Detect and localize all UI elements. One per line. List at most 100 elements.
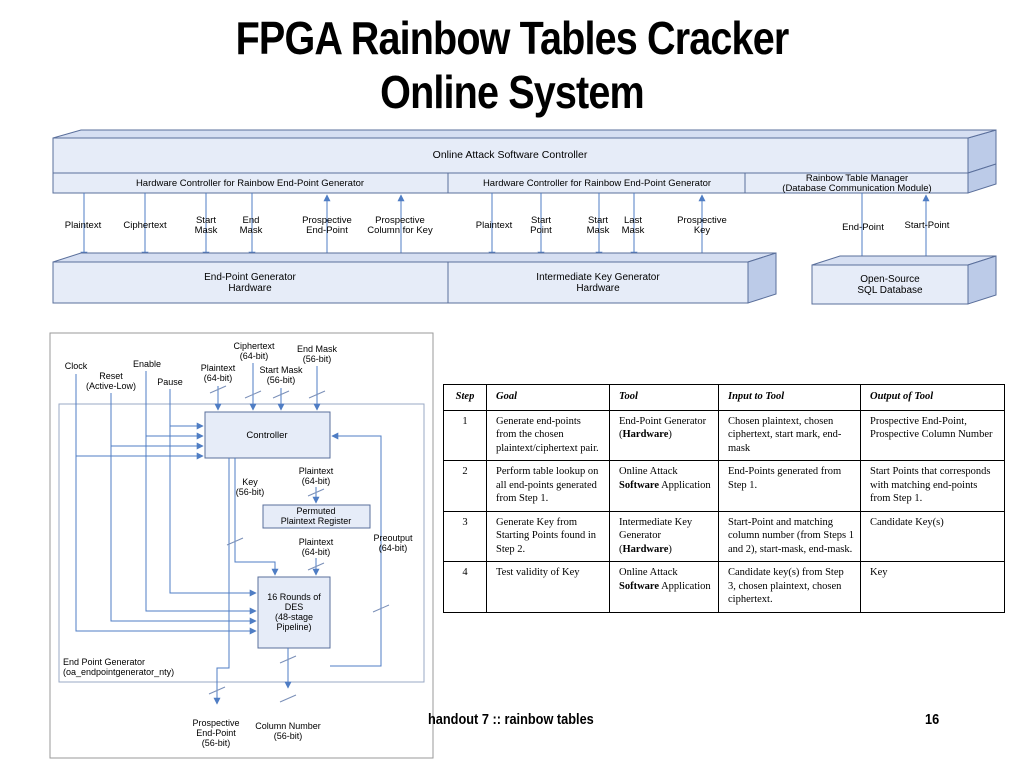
endpoint-hw-box [52, 261, 449, 304]
table-manager-label-1: Rainbow Table Manager [806, 173, 908, 184]
tool-text-end: ) [668, 543, 672, 555]
cell-output: Start Points that corresponds with match… [860, 460, 1005, 512]
sig-plaintext-2: Plaintext [476, 220, 513, 231]
des-label-2: DES [285, 602, 304, 612]
cell-input: End-Points generated from Step 1. [718, 460, 861, 512]
des-pipeline-box [257, 576, 331, 649]
intermediate-hw-label-1: Intermediate Key Generator [536, 272, 660, 283]
software-controller-label: Online Attack Software Controller [433, 149, 588, 161]
sig-prospective-column-a: Prospective [375, 215, 425, 226]
cell-step: 1 [443, 409, 487, 461]
out-column-label-2: (56-bit) [274, 731, 303, 741]
tool-type: Hardware [622, 429, 669, 440]
enable-label: Enable [133, 359, 161, 369]
start-mask-in-label-1: Start Mask [259, 365, 303, 375]
header-step: Step [443, 384, 487, 411]
plaintext-mid-label-2: (64-bit) [302, 476, 331, 486]
hw-controller-2-label: Hardware Controller for Rainbow End-Poin… [483, 178, 711, 189]
sig-start-point-2: Start-Point [905, 220, 950, 231]
steps-table: Step Goal Tool Input to Tool Output of T… [443, 384, 1005, 613]
out-endpoint-label-2: End-Point [196, 728, 236, 738]
plaintext-low-label-2: (64-bit) [302, 547, 331, 557]
reset-label-2: (Active-Low) [86, 381, 136, 391]
tool-type: Software [619, 479, 660, 491]
cell-input: Chosen plaintext, chosen ciphertext, sta… [718, 409, 861, 461]
table-header-row: Step Goal Tool Input to Tool Output of T… [443, 384, 1005, 411]
database-label-1: Open-Source [860, 274, 920, 285]
table-row: 1 Generate end-points from the chosen pl… [443, 409, 1005, 461]
cell-tool: End-Point Generator (Hardware) [609, 409, 719, 461]
bus-width-ticks [208, 385, 390, 703]
tool-text-end: Application [659, 580, 711, 592]
sig-prospective-key-b: Key [694, 225, 711, 236]
controller-label: Controller [246, 430, 287, 441]
sig-prospective-endpoint-b: End-Point [306, 225, 348, 236]
database-box [811, 264, 969, 305]
generator-boundary [58, 403, 425, 683]
table-row: 3 Generate Key from Starting Points foun… [443, 510, 1005, 562]
hw-controller-1-label: Hardware Controller for Rainbow End-Poin… [136, 178, 364, 189]
tool-type: Hardware [622, 543, 669, 555]
header-goal: Goal [486, 384, 610, 411]
ciphertext-in-label-2: (64-bit) [240, 351, 269, 361]
pause-label: Pause [157, 377, 183, 387]
tool-text: Intermediate Key Generator ( [619, 516, 693, 555]
header-output: Output of Tool [860, 384, 1005, 411]
cell-input: Candidate key(s) from Step 3, chosen pla… [718, 561, 861, 613]
out-endpoint-label-3: (56-bit) [202, 738, 231, 748]
tool-text: Online Attack [619, 567, 678, 578]
cell-tool: Online Attack Software Application [609, 460, 719, 512]
sig-ciphertext: Ciphertext [123, 220, 167, 231]
sig-start-point-1a: Start [531, 215, 551, 226]
preoutput-label-1: Preoutput [373, 533, 413, 543]
generator-name-2: (oa_endpointgenerator_nty) [63, 667, 174, 677]
sig-last-mask-b: Mask [622, 225, 645, 236]
table-row: 2 Perform table lookup on all end-points… [443, 460, 1005, 512]
end-mask-in-label-2: (56-bit) [303, 354, 332, 364]
cell-goal: Test validity of Key [486, 561, 610, 613]
permuted-label-1: Permuted [296, 506, 335, 516]
endpoint-hw-label-2: Hardware [228, 283, 272, 294]
endpoint-generator-diagram: Controller Permuted Plaintext Register 1… [49, 332, 434, 759]
endpoint-hw-label-1: End-Point Generator [204, 272, 296, 283]
reset-label-1: Reset [99, 371, 123, 381]
sig-start-mask-1b: Mask [195, 225, 218, 236]
tool-type: Software [619, 580, 660, 592]
sig-prospective-key-a: Prospective [677, 215, 727, 226]
title-line-2: Online System [380, 66, 645, 118]
plaintext-low-label-1: Plaintext [299, 537, 334, 547]
diagram-frame [49, 332, 434, 759]
sig-start-mask-2b: Mask [587, 225, 610, 236]
start-mask-in-label-2: (56-bit) [267, 375, 296, 385]
table-manager-label-2: (Database Communication Module) [782, 183, 931, 194]
intermediate-hw-box [447, 261, 749, 304]
tool-text-end: Application [659, 479, 711, 491]
des-label-4: Pipeline) [276, 622, 311, 632]
out-endpoint-label-1: Prospective [192, 718, 239, 728]
footer-handout: handout 7 :: rainbow tables [428, 711, 594, 728]
sig-plaintext-1: Plaintext [65, 220, 102, 231]
cell-output: Candidate Key(s) [860, 510, 1005, 562]
top-system-diagram: Online Attack Software Controller Hardwa… [52, 129, 997, 305]
cell-input: Start-Point and matching column number (… [718, 510, 861, 562]
sig-start-mask-2a: Start [588, 215, 608, 226]
sig-end-mask-a: End [243, 215, 260, 226]
table-row: 4 Test validity of Key Online Attack Sof… [443, 561, 1005, 613]
cell-goal: Perform table lookup on all end-points g… [486, 460, 610, 512]
cell-goal: Generate Key from Starting Points found … [486, 510, 610, 562]
cell-tool: Intermediate Key Generator (Hardware) [609, 510, 719, 562]
cell-step: 4 [443, 561, 487, 613]
header-input: Input to Tool [718, 384, 861, 411]
end-mask-in-label-1: End Mask [297, 344, 338, 354]
plaintext-mid-label-1: Plaintext [299, 466, 334, 476]
sig-prospective-endpoint-a: Prospective [302, 215, 352, 226]
header-tool: Tool [609, 384, 719, 411]
out-column-label-1: Column Number [255, 721, 321, 731]
tool-text: End-Point Generator ( [619, 415, 707, 441]
cell-output: Prospective End-Point, Prospective Colum… [860, 409, 1005, 461]
sig-last-mask-a: Last [624, 215, 642, 226]
software-controller-box [52, 137, 969, 174]
permuted-register-box [262, 504, 371, 529]
footer-page-number: 16 [925, 711, 940, 728]
